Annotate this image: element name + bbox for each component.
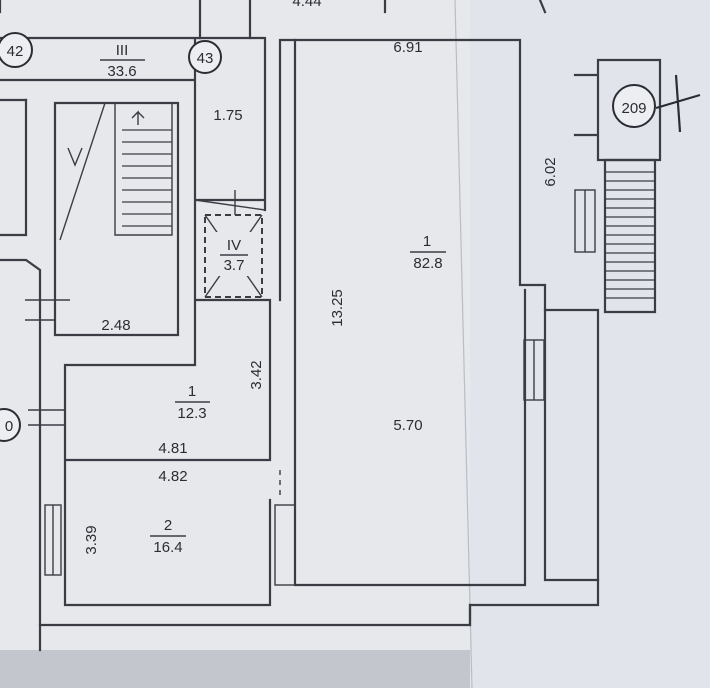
dim-5-70: 5.70 <box>393 417 422 434</box>
bottom-wall <box>38 308 600 652</box>
room-2-area: 16.4 <box>153 539 182 556</box>
stair-well <box>53 101 180 337</box>
annex-wall <box>573 58 662 162</box>
marker-circle-209 <box>612 84 656 128</box>
marker-0: 0 <box>5 418 13 435</box>
dim-3-39: 3.39 <box>83 525 100 554</box>
table-surface <box>0 650 470 688</box>
stair-arrow-up <box>131 110 145 125</box>
room-1-small-area: 12.3 <box>177 405 206 422</box>
dim-4-44: 4.44 <box>292 0 321 10</box>
annex-stair-treads <box>605 171 655 299</box>
top-wall <box>0 0 547 40</box>
window-marks <box>25 189 596 586</box>
dim-6-91: 6.91 <box>393 39 422 56</box>
paper-overlap <box>470 0 710 688</box>
dim-2-48: 2.48 <box>101 317 130 334</box>
dim-1-75: 1.75 <box>213 107 242 124</box>
marker-circle-42 <box>0 32 33 68</box>
dim-13-25: 13.25 <box>329 289 346 327</box>
room-iii-number: III <box>116 42 129 59</box>
room-1-large-number: 1 <box>423 233 431 250</box>
annex-stair <box>603 158 657 314</box>
marker-circle-43 <box>188 40 222 74</box>
outer-wall <box>0 36 600 627</box>
handwritten-mark <box>655 74 701 133</box>
room-iv-number: IV <box>227 237 241 254</box>
room-1-small-number: 1 <box>188 383 196 400</box>
dim-6-02: 6.02 <box>542 157 559 186</box>
paper-edge <box>454 0 473 688</box>
room-iii-area: 33.6 <box>107 63 136 80</box>
room-iv-label-bg <box>213 232 255 276</box>
room-1-large-area: 82.8 <box>413 255 442 272</box>
room-iv-area: 3.7 <box>224 257 245 274</box>
stair-treads <box>122 129 172 227</box>
dim-3-42: 3.42 <box>248 360 265 389</box>
marker-43: 43 <box>197 50 214 67</box>
dim-4-82: 4.82 <box>158 468 187 485</box>
inner-wall <box>0 38 527 607</box>
dim-4-81: 4.81 <box>158 440 187 457</box>
stair-arrow-down <box>67 147 83 167</box>
stair-divider <box>59 102 173 241</box>
marker-42: 42 <box>7 43 24 60</box>
marker-circle-0 <box>0 408 21 442</box>
marker-209: 209 <box>621 100 646 117</box>
room-2-number: 2 <box>164 517 172 534</box>
